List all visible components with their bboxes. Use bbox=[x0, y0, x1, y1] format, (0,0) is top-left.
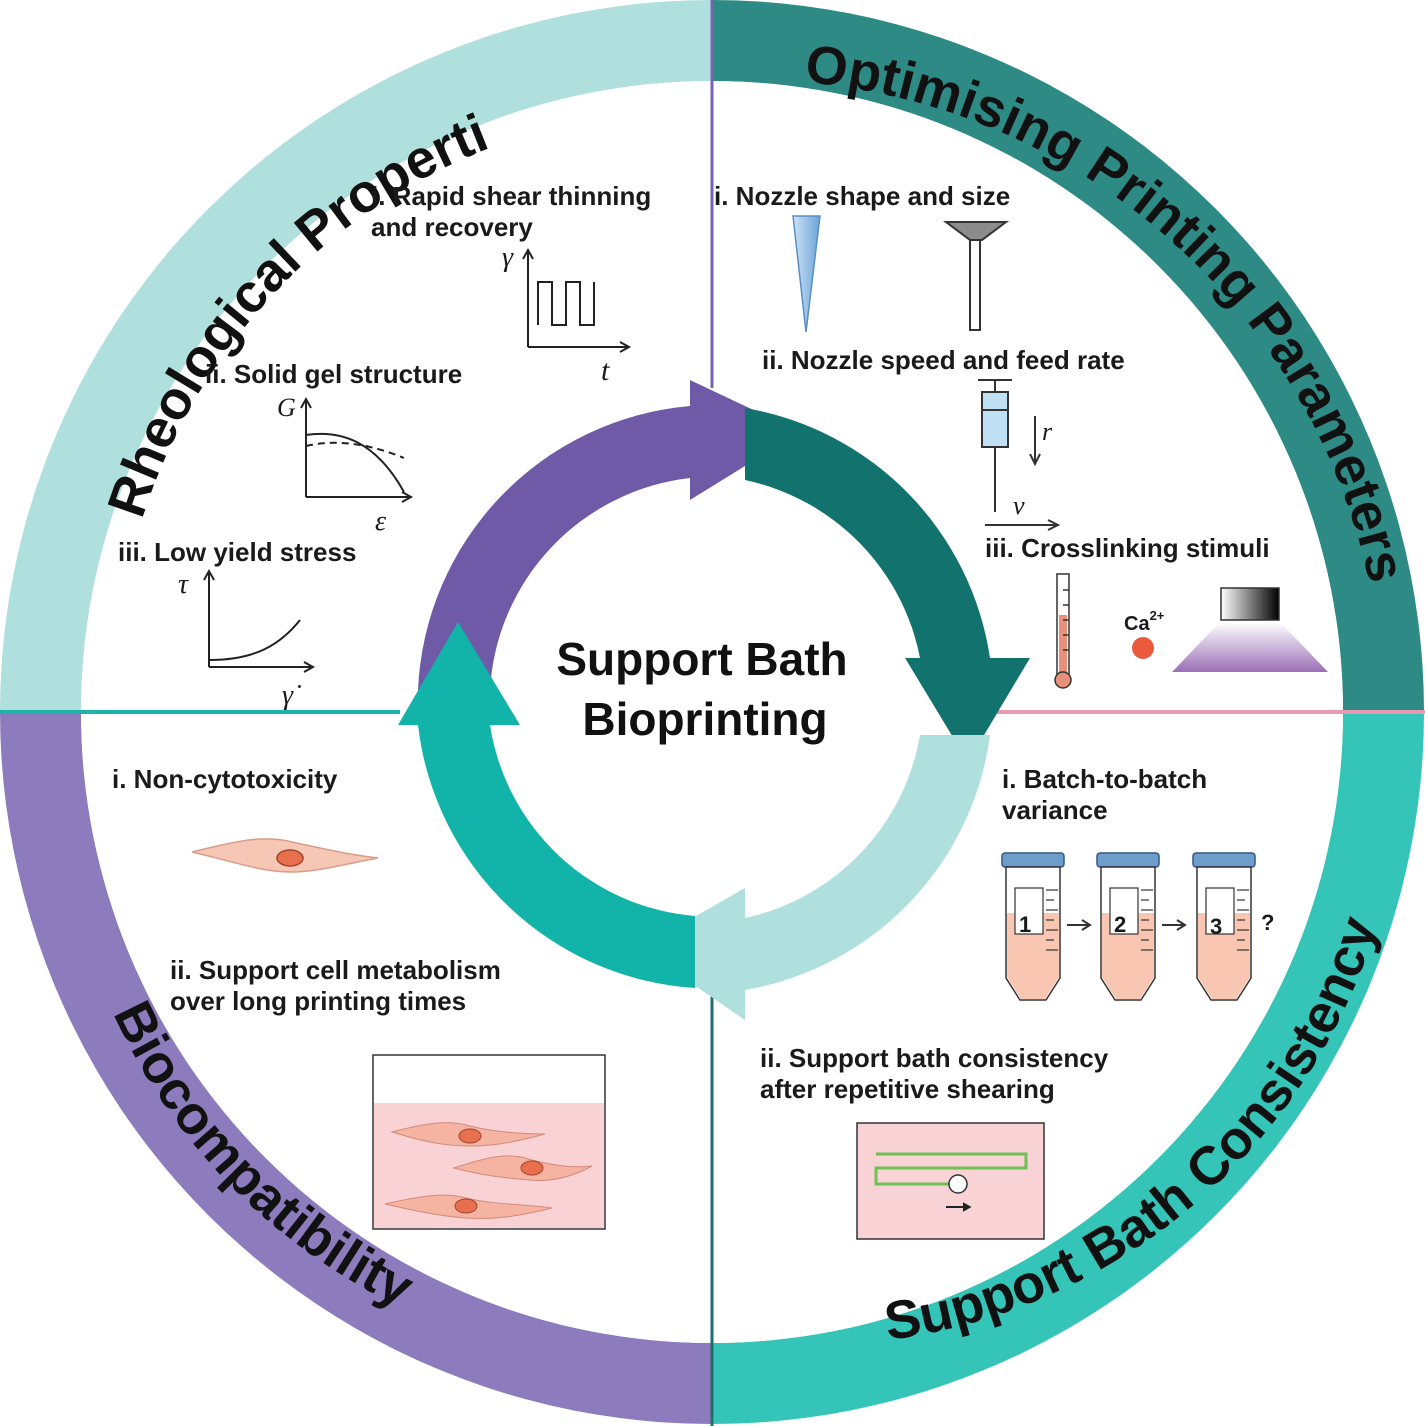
uv-lamp-icon bbox=[1172, 587, 1328, 672]
rheo-item-i-line2: and recovery bbox=[371, 212, 533, 242]
axis-label-G: G bbox=[277, 393, 296, 422]
opt-item-ii: ii. Nozzle speed and feed rate bbox=[762, 345, 1125, 375]
tube-2-icon bbox=[1096, 852, 1160, 1001]
cons-item-ii-line1: ii. Support bath consistency bbox=[760, 1043, 1109, 1073]
tube-arrows bbox=[1067, 919, 1187, 931]
tapered-nozzle-icon bbox=[792, 215, 821, 333]
gel-structure-graph bbox=[300, 396, 414, 503]
axis-label-gamma: γ bbox=[502, 242, 514, 273]
axis-label-t: t bbox=[601, 354, 610, 387]
calcium-ion-icon bbox=[1132, 637, 1154, 659]
center-title-line1: Support Bath bbox=[556, 633, 847, 685]
unknown-mark: ? bbox=[1261, 910, 1274, 935]
tube-3-icon bbox=[1192, 852, 1256, 1001]
tube-1-icon bbox=[1001, 852, 1065, 1001]
cons-item-ii-line2: after repetitive shearing bbox=[760, 1074, 1055, 1104]
cycle-arrow-purple bbox=[418, 380, 800, 690]
opt-item-i: i. Nozzle shape and size bbox=[714, 181, 1010, 211]
cons-item-i-line2: variance bbox=[1002, 795, 1108, 825]
bio-item-ii-line1: ii. Support cell metabolism bbox=[170, 955, 501, 985]
cycle-arrows bbox=[398, 380, 1030, 1020]
tube-2-label: 2 bbox=[1114, 912, 1126, 937]
opt-item-iii: iii. Crosslinking stimuli bbox=[985, 533, 1270, 563]
cycle-arrow-light-teal bbox=[640, 735, 990, 1020]
syringe-icon bbox=[978, 379, 1061, 531]
cycle-arrow-teal bbox=[398, 622, 695, 988]
shear-recovery-graph bbox=[522, 247, 632, 353]
rheo-item-i-line1: i. Rapid shear thinning bbox=[371, 181, 651, 211]
feed-rate-label-r: r bbox=[1042, 417, 1053, 446]
center-title-line2: Bioprinting bbox=[582, 693, 827, 745]
rheo-item-iii: iii. Low yield stress bbox=[118, 537, 356, 567]
inner-disc bbox=[81, 81, 1343, 1343]
bio-item-ii-line2: over long printing times bbox=[170, 986, 466, 1016]
cycle-arrow-dark-teal bbox=[745, 408, 1030, 762]
tube-3-label: 3 bbox=[1210, 914, 1222, 939]
straight-nozzle-icon bbox=[943, 221, 1009, 331]
axis-label-epsilon: ε bbox=[375, 506, 386, 537]
cell-icon bbox=[191, 838, 379, 873]
speed-label-v: v bbox=[1013, 491, 1025, 520]
cons-item-i-line1: i. Batch-to-batch bbox=[1002, 764, 1207, 794]
shearing-path-icon bbox=[856, 1122, 1045, 1240]
tube-1-label: 1 bbox=[1019, 912, 1031, 937]
culture-dish-icon bbox=[372, 1054, 606, 1230]
thermometer-icon bbox=[1054, 573, 1072, 689]
calcium-label: Ca2+ bbox=[1124, 608, 1165, 635]
bio-item-i: i. Non-cytotoxicity bbox=[112, 764, 338, 794]
rheo-item-ii: ii. Solid gel structure bbox=[205, 359, 462, 389]
axis-label-tau: τ bbox=[178, 569, 189, 600]
yield-stress-graph bbox=[203, 568, 316, 673]
